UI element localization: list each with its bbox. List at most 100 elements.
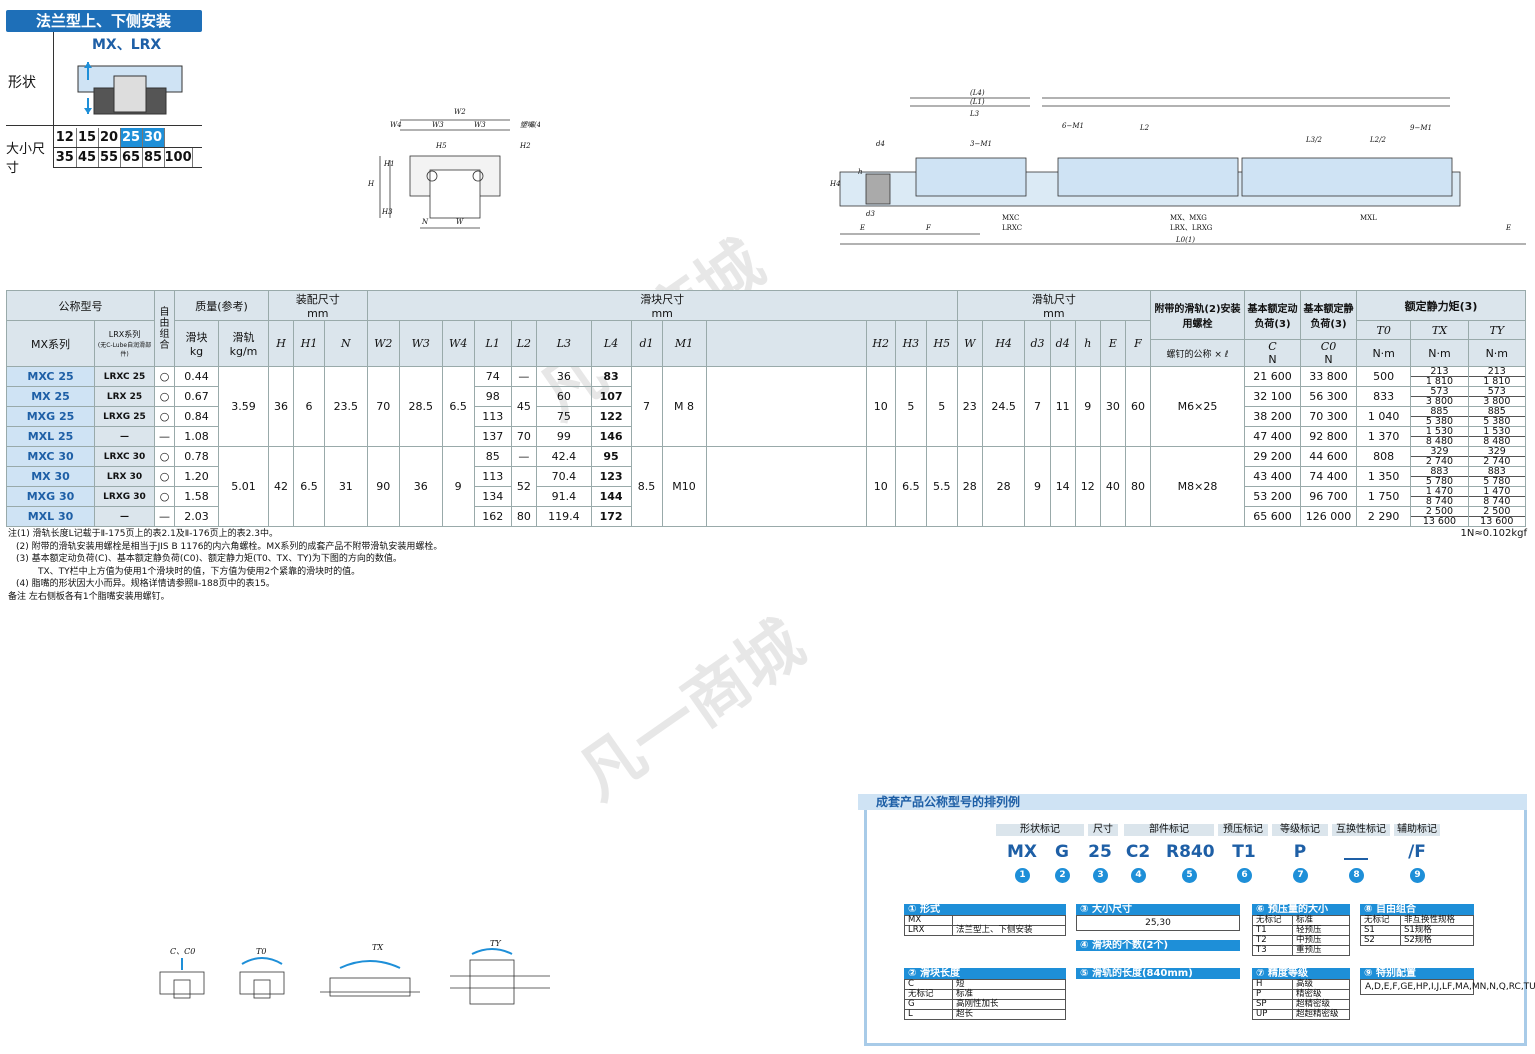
table-cell: 74 bbox=[473, 366, 512, 387]
table-cell: 91.4 bbox=[536, 486, 592, 507]
svg-text:3−M1: 3−M1 bbox=[970, 140, 992, 148]
code-part: G bbox=[1055, 842, 1069, 862]
svg-text:MXL: MXL bbox=[1360, 214, 1377, 222]
size-cell: 20 bbox=[98, 128, 121, 147]
table-cell: 113 bbox=[473, 466, 512, 487]
table-cell: ○ bbox=[154, 406, 175, 427]
table-cell: 2 290 bbox=[1355, 506, 1412, 527]
spec-box-value: 25,30 bbox=[1076, 915, 1240, 931]
svg-text:F: F bbox=[925, 224, 932, 232]
code-tag: 预压标记 bbox=[1218, 824, 1268, 836]
table-cell: 无标记 bbox=[1252, 915, 1293, 926]
ordering-box bbox=[864, 810, 1527, 1046]
svg-text:L2/2: L2/2 bbox=[1369, 136, 1386, 144]
svg-text:MXC: MXC bbox=[1002, 214, 1019, 222]
svg-text:9−M1: 9−M1 bbox=[1410, 124, 1432, 132]
code-number-badge: 5 bbox=[1182, 868, 1197, 883]
table-cell: 36 bbox=[398, 446, 443, 527]
size-cell: 30 bbox=[142, 128, 165, 147]
svg-text:L2: L2 bbox=[1139, 124, 1150, 132]
table-cell: 96 700 bbox=[1300, 486, 1357, 507]
table-cell: 1.58 bbox=[174, 486, 219, 507]
table-cell: 精密级 bbox=[1292, 989, 1350, 1000]
table-cell: M 8 bbox=[661, 366, 707, 447]
table-cell: 2.03 bbox=[174, 506, 219, 527]
table-cell: ○ bbox=[154, 486, 175, 507]
table-cell: 法兰型上、下侧安装 bbox=[952, 925, 1066, 936]
code-tag: 互换性标记 bbox=[1332, 824, 1390, 836]
table-cell: 1 750 bbox=[1355, 486, 1412, 507]
table-cell: 80 bbox=[510, 506, 538, 527]
table-cell: S2规格 bbox=[1400, 935, 1474, 946]
table-cell: 28 bbox=[956, 446, 983, 527]
table-cell: 60 bbox=[1124, 366, 1152, 447]
code-part: T1 bbox=[1232, 842, 1256, 862]
svg-text:W: W bbox=[456, 218, 464, 226]
svg-text:W4: W4 bbox=[390, 121, 402, 129]
table-cell: 146 bbox=[590, 426, 632, 447]
table-cell: 134 bbox=[473, 486, 512, 507]
table-cell: 无标记 bbox=[1360, 915, 1401, 926]
load-direction-diagrams: C、C0 T0 TX TY bbox=[159, 940, 550, 1005]
spec-box-title: ③ 大小尺寸 bbox=[1076, 904, 1240, 915]
table-cell: 70 300 bbox=[1300, 406, 1357, 427]
svg-text:H4: H4 bbox=[830, 180, 841, 188]
table-cell: M6×25 bbox=[1150, 366, 1245, 447]
svg-text:(L1): (L1) bbox=[970, 98, 985, 106]
svg-text:d4: d4 bbox=[876, 140, 885, 148]
spec-box-title: ⑥ 预压量的大小 bbox=[1252, 904, 1350, 915]
table-cell: T3 bbox=[1252, 945, 1293, 956]
svg-text:L3/2: L3/2 bbox=[1305, 136, 1322, 144]
table-cell: 33 800 bbox=[1300, 366, 1357, 387]
table-cell: 6.5 bbox=[441, 366, 475, 447]
svg-text:H: H bbox=[367, 180, 375, 188]
spec-box-title: ⑧ 自由组合 bbox=[1360, 904, 1474, 915]
notes: 注(1) 滑轨长度L记载于Ⅱ-175页上的表2.1及Ⅱ-176页上的表2.3中。… bbox=[8, 529, 443, 602]
table-cell: 5.5 bbox=[925, 446, 958, 527]
table-cell: H bbox=[1252, 979, 1293, 990]
size-cell: 15 bbox=[76, 128, 99, 147]
spec-box-title: ② 滑块长度 bbox=[904, 968, 1066, 979]
svg-text:LRX、LRXG: LRX、LRXG bbox=[1170, 224, 1213, 232]
table-cell: ○ bbox=[154, 386, 175, 407]
table-cell: 标准 bbox=[952, 989, 1066, 1000]
svg-text:E: E bbox=[1505, 224, 1511, 232]
svg-text:H3: H3 bbox=[381, 208, 393, 216]
size-cell: 12 bbox=[54, 128, 77, 147]
table-cell: 833 bbox=[1355, 386, 1412, 407]
table-cell: — bbox=[510, 366, 538, 387]
table-cell: 1.08 bbox=[174, 426, 219, 447]
table-cell: 500 bbox=[1355, 366, 1412, 387]
code-part: R840 bbox=[1166, 842, 1215, 862]
svg-text:LRXC: LRXC bbox=[1002, 224, 1022, 232]
table-cell: 42 bbox=[267, 446, 295, 527]
table-cell: 轻预压 bbox=[1292, 925, 1350, 936]
table-cell: 74 400 bbox=[1300, 466, 1357, 487]
table-cell: 14 bbox=[1049, 446, 1076, 527]
table-cell: 10 bbox=[865, 366, 896, 447]
table-cell: LRXG 25 bbox=[94, 406, 155, 427]
code-tag: 辅助标记 bbox=[1394, 824, 1440, 836]
table-cell: 36 bbox=[536, 366, 592, 387]
table-cell: 8.5 bbox=[630, 446, 663, 527]
svg-text:H2: H2 bbox=[519, 142, 531, 150]
table-cell: 808 bbox=[1355, 446, 1412, 467]
table-cell: M8×28 bbox=[1150, 446, 1245, 527]
table-cell: 5.01 bbox=[218, 446, 269, 527]
table-cell: LRXG 30 bbox=[94, 486, 155, 507]
code-tag: 等级标记 bbox=[1272, 824, 1328, 836]
svg-text:h: h bbox=[858, 168, 863, 176]
table-cell: 70 bbox=[366, 366, 400, 447]
table-cell: LRX bbox=[904, 925, 953, 936]
table-cell: 53 200 bbox=[1244, 486, 1301, 507]
